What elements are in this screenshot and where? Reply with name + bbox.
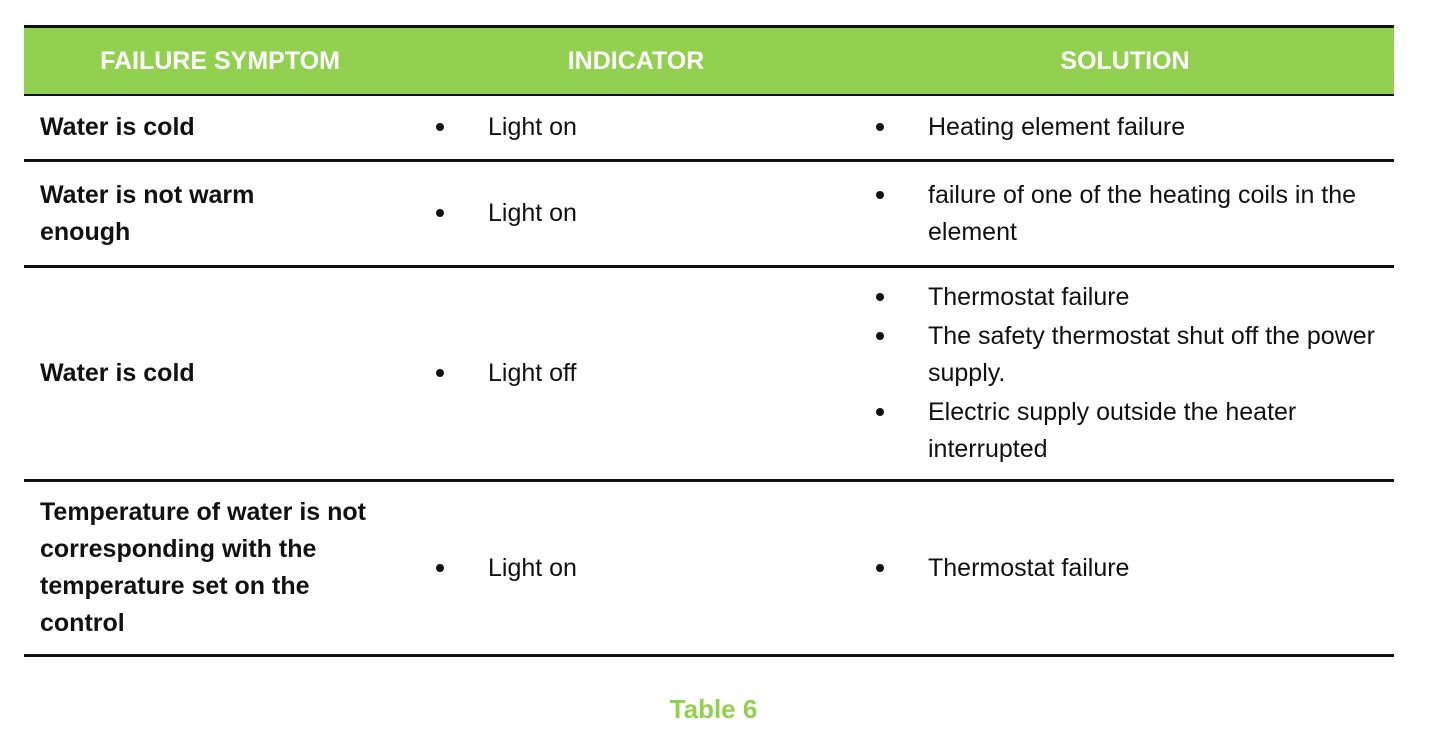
solution-cell: Thermostat failure The safety thermostat… xyxy=(856,279,1394,468)
list-item: Heating element failure xyxy=(876,109,1384,146)
solution-text: Heating element failure xyxy=(928,113,1186,141)
failure-symptom-cell: Temperature of water is not correspondin… xyxy=(40,498,366,637)
bullet-icon xyxy=(436,369,444,377)
indicator-text: Light off xyxy=(488,359,577,387)
indicator-text: Light on xyxy=(488,113,577,141)
bullet-icon xyxy=(876,123,884,131)
solution-cell: Thermostat failure xyxy=(856,550,1394,587)
list-item: Thermostat failure xyxy=(876,279,1384,316)
bullet-icon xyxy=(436,563,444,572)
list-item: Light on xyxy=(436,109,856,146)
header-failure-symptom: FAILURE SYMPTOM xyxy=(100,46,340,75)
indicator-cell: Light on xyxy=(416,109,856,146)
list-item: Light on xyxy=(436,195,856,232)
list-item: failure of one of the heating coils in t… xyxy=(876,177,1384,251)
solution-text: The safety thermostat shut off the power… xyxy=(928,322,1375,387)
solution-text: failure of one of the heating coils in t… xyxy=(928,180,1357,246)
bullet-icon xyxy=(876,408,884,416)
bullet-icon xyxy=(436,209,444,217)
solution-text: Thermostat failure xyxy=(928,553,1130,582)
table-row: Water is not warm enough Light on failur… xyxy=(24,162,1394,268)
solution-text: Electric supply outside the heater inter… xyxy=(928,398,1297,463)
list-item: Electric supply outside the heater inter… xyxy=(876,394,1384,468)
failure-symptom-cell: Water is cold xyxy=(40,359,195,387)
failure-symptom-cell: Water is not warm enough xyxy=(40,180,255,246)
solution-cell: failure of one of the heating coils in t… xyxy=(856,177,1394,251)
indicator-cell: Light off xyxy=(416,355,856,392)
table-row: Water is cold Light off Thermostat failu… xyxy=(24,268,1394,482)
bullet-icon xyxy=(436,123,444,131)
bullet-icon xyxy=(876,563,884,572)
header-indicator: INDICATOR xyxy=(567,46,705,75)
table-header-row: FAILURE SYMPTOM INDICATOR SOLUTION xyxy=(24,28,1394,96)
solution-text: Thermostat failure xyxy=(928,283,1130,311)
list-item: Light on xyxy=(436,550,856,587)
table-caption: Table 6 xyxy=(669,694,758,724)
indicator-cell: Light on xyxy=(416,550,856,587)
table-row: Temperature of water is not correspondin… xyxy=(24,482,1394,657)
list-item: The safety thermostat shut off the power… xyxy=(876,318,1384,392)
bullet-icon xyxy=(876,332,884,340)
indicator-text: Light on xyxy=(488,199,577,227)
list-item: Thermostat failure xyxy=(876,550,1384,587)
solution-cell: Heating element failure xyxy=(856,109,1394,146)
bullet-icon xyxy=(876,293,884,301)
indicator-text: Light on xyxy=(488,553,577,582)
table-row: Water is cold Light on Heating element f… xyxy=(24,96,1394,162)
header-solution: SOLUTION xyxy=(1060,46,1190,75)
indicator-cell: Light on xyxy=(416,195,856,232)
list-item: Light off xyxy=(436,355,856,392)
failure-symptom-cell: Water is cold xyxy=(40,113,195,141)
bullet-icon xyxy=(876,190,884,199)
troubleshooting-table: FAILURE SYMPTOM INDICATOR SOLUTION Water… xyxy=(24,25,1394,657)
